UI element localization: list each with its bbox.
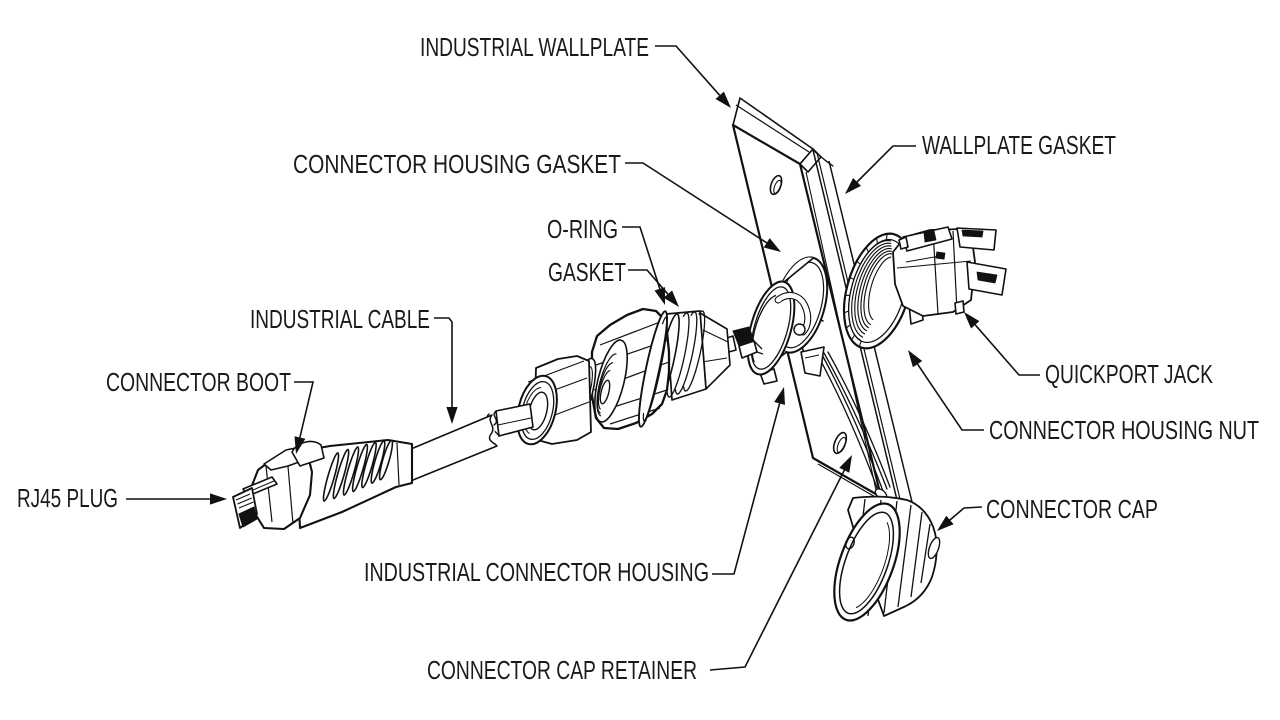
svg-text:INDUSTRIAL WALLPLATE: INDUSTRIAL WALLPLATE	[420, 32, 649, 62]
svg-text:GASKET: GASKET	[548, 257, 626, 287]
svg-text:CONNECTOR BOOT: CONNECTOR BOOT	[106, 367, 291, 397]
svg-text:CONNECTOR HOUSING GASKET: CONNECTOR HOUSING GASKET	[293, 149, 621, 179]
svg-text:RJ45 PLUG: RJ45 PLUG	[17, 483, 118, 513]
svg-text:WALLPLATE GASKET: WALLPLATE GASKET	[922, 130, 1116, 160]
svg-text:CONNECTOR CAP: CONNECTOR CAP	[986, 494, 1158, 524]
svg-text:CONNECTOR HOUSING NUT: CONNECTOR HOUSING NUT	[989, 415, 1259, 445]
svg-text:CONNECTOR CAP RETAINER: CONNECTOR CAP RETAINER	[427, 655, 697, 685]
svg-text:O-RING: O-RING	[547, 214, 618, 244]
svg-text:INDUSTRIAL CONNECTOR HOUSING: INDUSTRIAL CONNECTOR HOUSING	[364, 557, 709, 587]
svg-text:INDUSTRIAL CABLE: INDUSTRIAL CABLE	[250, 304, 430, 334]
svg-text:QUICKPORT JACK: QUICKPORT JACK	[1045, 359, 1213, 389]
